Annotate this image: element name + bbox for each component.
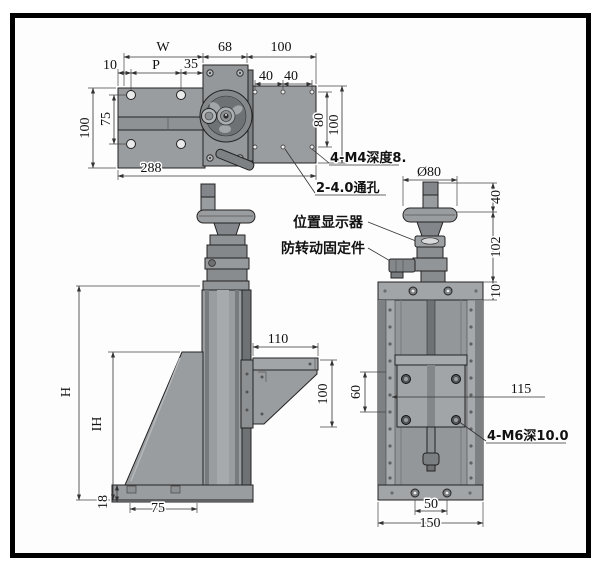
note-m4-leader: 4-M4深度8. [311,148,408,167]
spindle-housing [202,234,250,291]
right-view: Ø80 40 102 10 60 115 50 150 4-M6深10.0 [348,164,570,533]
lift-column [201,289,252,503]
dim-label-plate-thickness: 10 [489,284,504,298]
dim-label-hole-40b: 40 [284,69,298,84]
dim-label-shaft-height: 102 [489,237,504,258]
callout-anti-rotation: 防转动固定件 [281,240,365,257]
dim-label-end-offset: 35 [184,57,198,72]
lead-screw-tip [422,426,440,472]
dim-label-install-height: IH [90,417,105,432]
note-m4-text: 4-M4深度8. [330,150,406,166]
dim-label-right-width: 100 [271,40,292,55]
dim-label-hole-pitch-115: 115 [511,382,531,397]
spindle-neck [412,246,448,283]
front-view: 110 100 H IH 18 75 [58,183,337,518]
table-slot [117,116,206,131]
dim-label-bracket-height: 100 [316,384,331,405]
dim-label-right-depth: 100 [327,115,342,136]
dim-label-hole-40a: 40 [259,69,273,84]
handwheel-top-icon [199,89,255,171]
note-through-hole-leader: 2-4.0通孔 [284,148,386,197]
right-view-dimension-lines [362,177,545,526]
clamp-lever-icon [215,148,255,171]
note-m6-leader: 4-M6深10.0 [457,420,570,445]
dim-label-bottom-pitch: 50 [424,497,438,512]
dim-label-hole-pitch-depth: 75 [99,112,114,126]
dim-label-foot-width: 75 [151,501,165,516]
dim-label-hole-pitch: P [152,58,160,73]
handwheel-side-icon [402,181,458,237]
side-bracket [240,357,319,429]
anti-rotation-block-icon [388,258,416,279]
table-mounting-holes [126,90,186,149]
dim-label-carriage-pitch: 60 [349,385,364,399]
handwheel-front-icon [196,183,256,236]
callout-anti-rotation-leader [367,247,393,263]
callout-position-display: 位置显示器 [293,214,364,231]
front-view-dimension-lines [76,285,335,512]
carriage [394,354,468,428]
bottom-plate [377,484,484,501]
dim-label-table-width: W [156,40,170,55]
base-plate [111,484,254,503]
dim-label-right-hole-pitch: 80 [312,113,327,127]
front-view-extension-lines [76,285,337,513]
dim-label-overall-length: 288 [141,161,162,176]
callouts: 位置显示器 防转动固定件 [280,213,422,263]
dim-label-center-width: 68 [218,40,232,55]
note-m6-text: 4-M6深10.0 [487,428,569,444]
right-plate-holes [252,89,315,150]
dim-label-table-depth: 100 [78,118,93,139]
dim-label-bracket-width: 110 [268,332,288,347]
dim-label-edge-offset: 10 [103,58,117,73]
position-display-icon [414,235,446,248]
dim-label-knob-height: 40 [489,190,504,204]
top-view-right-plate [252,85,317,164]
top-view-dimension-lines [90,54,345,179]
note-through-hole-text: 2-4.0通孔 [316,180,379,196]
top-view: W 68 100 10 P 35 40 40 100 75 288 80 100… [77,39,408,198]
dim-label-wheel-diameter: Ø80 [417,165,441,180]
dim-label-overall-height: H [59,387,74,397]
dim-label-body-width: 150 [420,516,441,531]
callout-position-display-leader [367,221,422,244]
dim-label-base-thickness: 18 [96,495,111,509]
